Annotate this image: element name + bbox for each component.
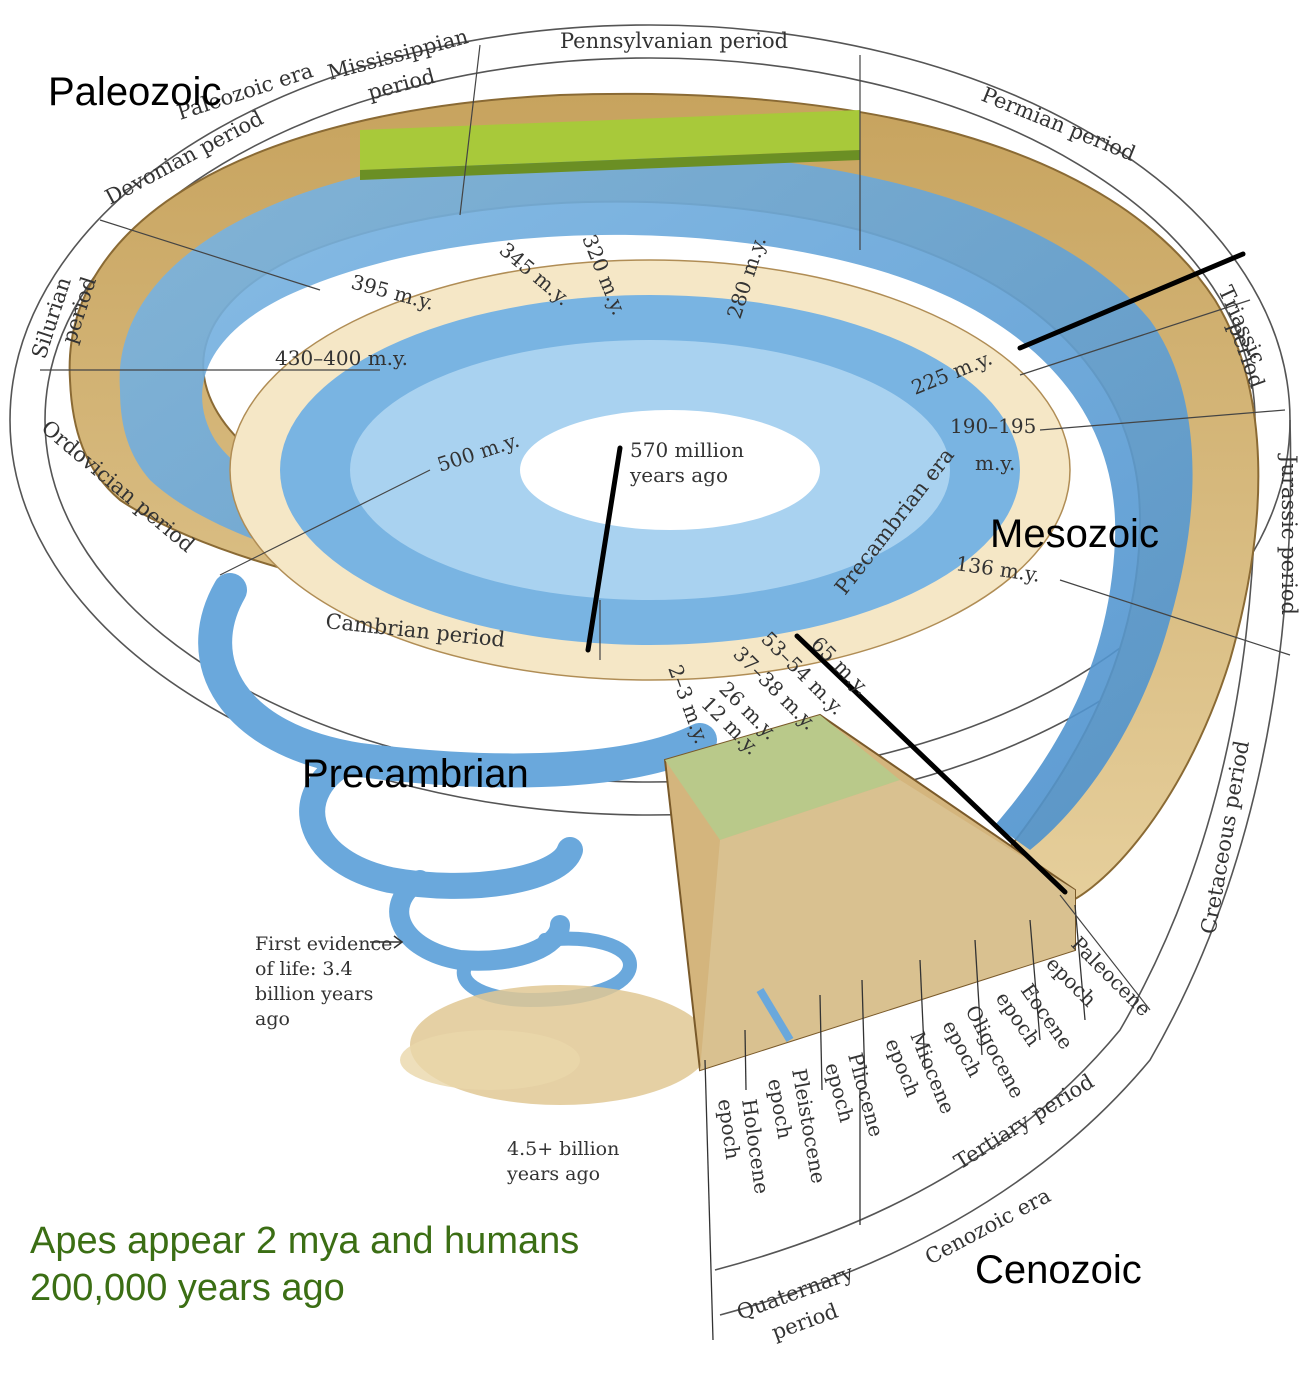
age-570a: 570 million: [630, 438, 744, 462]
label-jurassic: Jurassic period: [1277, 453, 1301, 615]
era-label-precambrian: Precambrian: [302, 752, 529, 797]
primordial-cloud: [400, 985, 710, 1105]
note-first-life-4: ago: [255, 1008, 290, 1030]
note-first-life-2: of life: 3.4: [255, 958, 353, 980]
caption: Apes appear 2 mya and humans 200,000 yea…: [30, 1218, 579, 1312]
note-first-life-3: billion years: [255, 983, 373, 1005]
age-190b: m.y.: [975, 451, 1015, 475]
note-first-life-1: First evidence: [255, 933, 392, 955]
age-190a: 190–195: [950, 414, 1036, 438]
era-label-mesozoic: Mesozoic: [990, 512, 1159, 557]
caption-line-1: Apes appear 2 mya and humans: [30, 1218, 579, 1265]
age-570b: years ago: [629, 463, 728, 487]
age-430: 430–400 m.y.: [275, 346, 408, 370]
label-pennsylvanian: Pennsylvanian period: [560, 29, 788, 53]
note-origin-1: 4.5+ billion: [507, 1138, 619, 1160]
label-cretaceous: Cretaceous period: [1196, 739, 1254, 936]
era-label-paleozoic: Paleozoic: [48, 70, 221, 115]
era-label-cenozoic: Cenozoic: [975, 1248, 1142, 1293]
caption-line-2: 200,000 years ago: [30, 1265, 579, 1312]
note-origin-2: years ago: [506, 1163, 600, 1185]
